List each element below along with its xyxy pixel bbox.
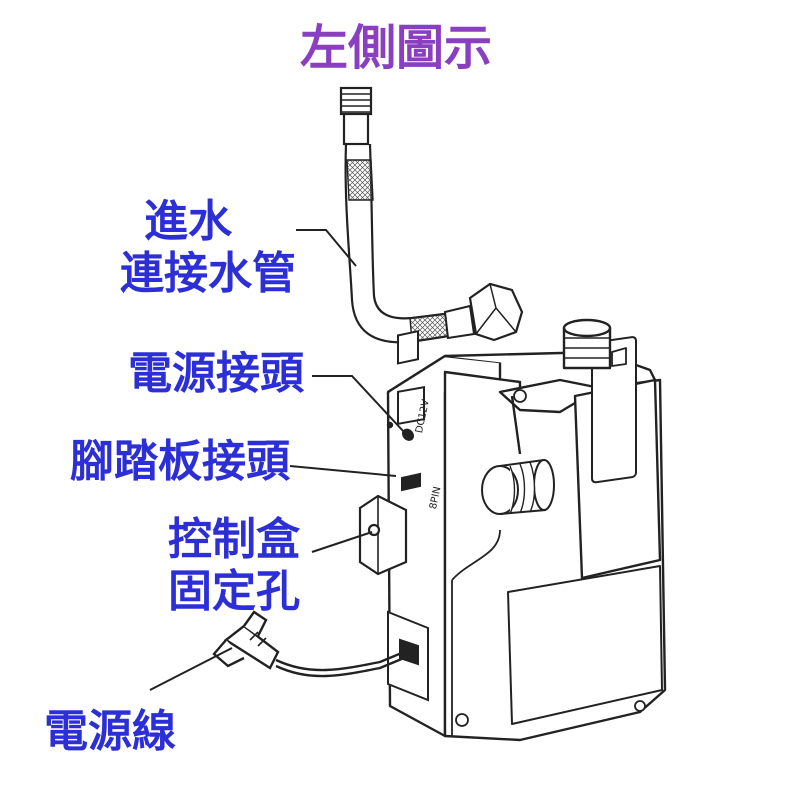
- rj-connector: [397, 386, 425, 492]
- label-inlet-hose: 進水 連接水管: [96, 196, 296, 300]
- leader-power-connector: [312, 375, 405, 433]
- label-pedal-connector: 腳踏板接頭: [70, 436, 290, 487]
- leader-power-cable: [149, 647, 233, 691]
- dc-jack: [386, 329, 419, 441]
- power-cable-drawing: [212, 610, 405, 678]
- threaded-outlet: [481, 459, 555, 515]
- lower-port: [387, 610, 429, 702]
- mount-bracket: [358, 494, 408, 576]
- label-mount-hole-line2: 固定孔: [168, 566, 300, 617]
- leader-pedal-connector: [289, 465, 397, 477]
- label-mount-hole: 控制盒 固定孔: [140, 514, 300, 618]
- label-power-connector: 電源接頭: [128, 348, 304, 399]
- label-power-cable: 電源線: [44, 706, 176, 757]
- label-mount-hole-line1: 控制盒: [168, 514, 300, 565]
- inlet-hose: [339, 86, 524, 344]
- label-inlet-hose-line1: 進水: [144, 196, 232, 247]
- hose-top-fitting: [339, 86, 373, 116]
- control-box: [386, 318, 667, 742]
- leader-inlet-hose: [296, 229, 357, 267]
- leader-mount-hole: [311, 531, 373, 553]
- diagram-title: 左側圖示: [300, 20, 493, 76]
- label-inlet-hose-line2: 連接水管: [120, 248, 296, 299]
- leader-lines: [149, 229, 405, 691]
